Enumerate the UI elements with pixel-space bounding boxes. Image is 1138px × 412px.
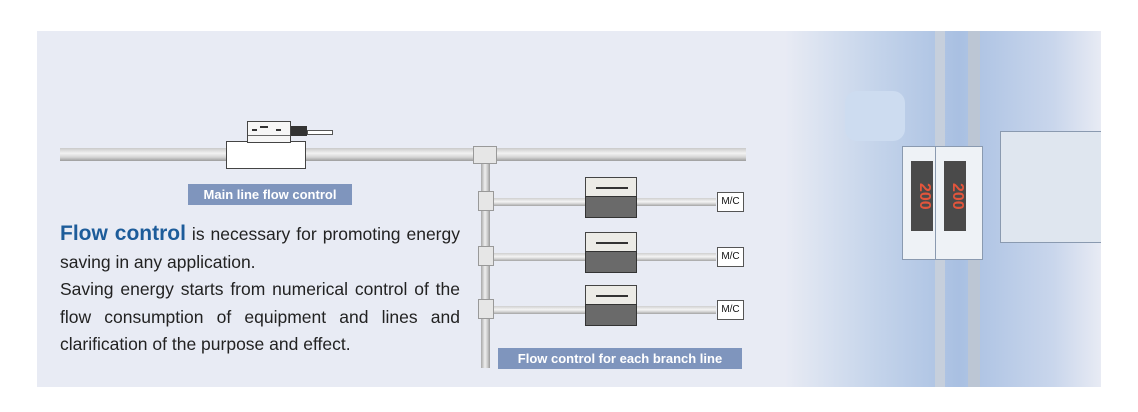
main-line-label: Main line flow control xyxy=(188,184,352,205)
description-highlight: Flow control xyxy=(60,222,186,245)
branch-tee-fitting xyxy=(478,191,494,211)
machine-endpoint: M/C xyxy=(717,247,744,267)
display-reading: 200 xyxy=(911,161,933,231)
machine-endpoint: M/C xyxy=(717,300,744,320)
branch-line-label: Flow control for each branch line xyxy=(498,348,742,369)
main-pipe xyxy=(60,148,746,161)
flow-sensor-illustration: 200 200 xyxy=(785,31,1101,387)
description-text: Flow control is necessary for promoting … xyxy=(60,220,460,359)
description-sentence-1: is necessary for promoting energy saving… xyxy=(60,224,460,272)
machine-endpoint: M/C xyxy=(717,192,744,212)
branch-tee-fitting xyxy=(478,299,494,319)
main-line-sensor-body xyxy=(226,141,306,169)
branch-sensor-body xyxy=(585,196,637,218)
main-line-sensor-cable xyxy=(307,130,333,135)
branch-sensor-body xyxy=(585,251,637,273)
branch-sensor-head xyxy=(585,285,637,306)
branch-sensor-head xyxy=(585,177,637,198)
main-line-sensor-head xyxy=(247,121,291,143)
display-reading: 200 xyxy=(944,161,966,231)
branch-sensor-body xyxy=(585,304,637,326)
description-sentence-2: Saving energy starts from numerical cont… xyxy=(60,279,460,354)
branch-sensor-head xyxy=(585,232,637,253)
main-tee-fitting xyxy=(473,146,497,164)
branch-riser-pipe xyxy=(481,164,490,368)
main-line-sensor-connector xyxy=(291,126,307,136)
branch-tee-fitting xyxy=(478,246,494,266)
